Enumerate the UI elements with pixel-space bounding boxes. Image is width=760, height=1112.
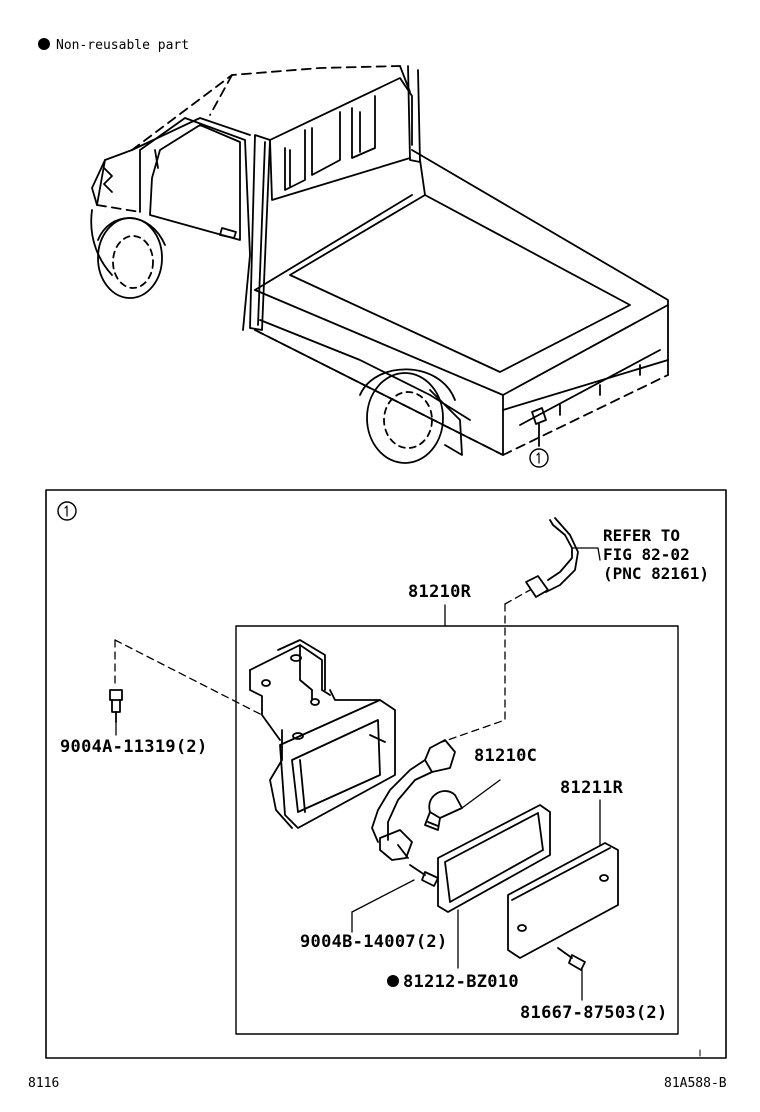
part-number-gasket: 81212-BZ010 [387,972,519,992]
part-number-81210R: 81210R [408,582,472,602]
gasket-part-number: 81212-BZ010 [403,972,519,992]
legend-nonreusable: Non-reusable part [38,38,189,53]
refer-line-3: (PNC 82161) [603,564,709,583]
part-number-81667: 81667-87503(2) [520,1003,668,1023]
refer-note: REFER TO FIG 82-02 (PNC 82161) [603,526,709,583]
part-number-81210C: 81210C [474,746,538,766]
socket-drawing [371,517,579,861]
illustration-code: 81A588-B [664,1076,727,1091]
lamp-screw-drawing [351,864,439,933]
page-number: 8116 [28,1076,60,1091]
part-number-9004A: 9004A-11319(2) [60,737,208,757]
part-number-81211R: 81211R [560,778,624,798]
assembly-frame [235,625,679,1035]
refer-line-2: FIG 82-02 [603,545,690,564]
gasket-drawing [437,804,551,969]
bullet-icon [38,38,50,50]
bulb-drawing [424,779,501,831]
legend-text: Non-reusable part [56,38,190,53]
callout-marker-detail [57,501,77,521]
nonreusable-bullet-icon [387,975,399,987]
lens-screw-drawing [557,947,586,1001]
detail-frame [45,489,727,1059]
lamp-housing-drawing [249,639,396,829]
part-number-9004B: 9004B-14007(2) [300,932,448,952]
bracket-bolt-drawing [109,639,263,736]
truck-illustration [90,65,669,464]
callout-marker-truck [529,448,549,468]
refer-line-1: REFER TO [603,526,681,545]
lens-drawing [507,799,619,959]
